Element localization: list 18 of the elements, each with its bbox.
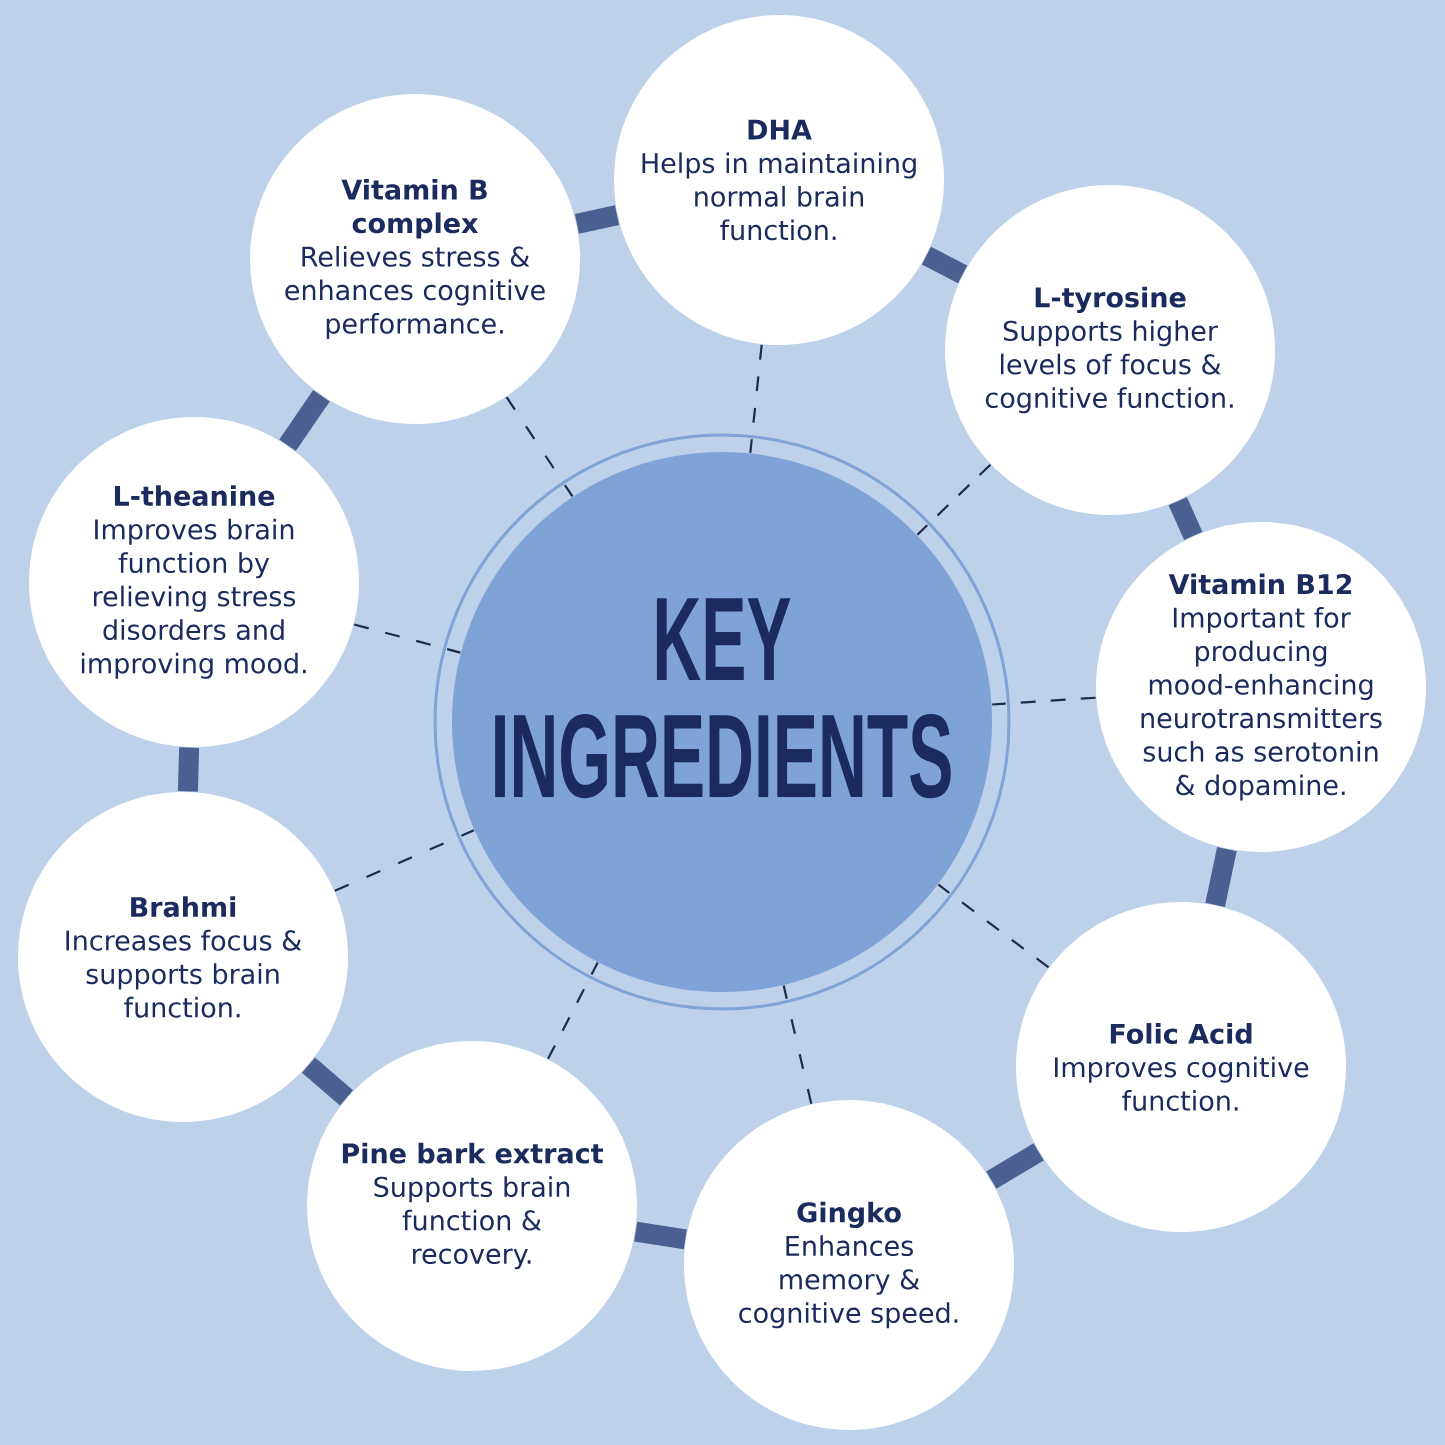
connecting-band bbox=[177, 747, 200, 792]
connecting-band bbox=[986, 1143, 1044, 1189]
dashed-line bbox=[916, 463, 992, 536]
connecting-band bbox=[921, 246, 968, 284]
connecting-band bbox=[1205, 847, 1237, 907]
connecting-band bbox=[574, 205, 620, 234]
dashed-line bbox=[749, 344, 763, 453]
dashed-line bbox=[782, 985, 813, 1104]
dashed-line bbox=[547, 962, 599, 1060]
dashed-line bbox=[334, 829, 475, 892]
dashed-line bbox=[937, 883, 1050, 969]
connecting-band bbox=[302, 1057, 353, 1106]
connecting-band bbox=[634, 1221, 687, 1250]
dashed-line bbox=[505, 396, 574, 497]
dashed-line bbox=[992, 696, 1096, 706]
dashed-line bbox=[353, 623, 461, 654]
connecting-band bbox=[279, 390, 330, 451]
connecting-band bbox=[1168, 497, 1203, 540]
